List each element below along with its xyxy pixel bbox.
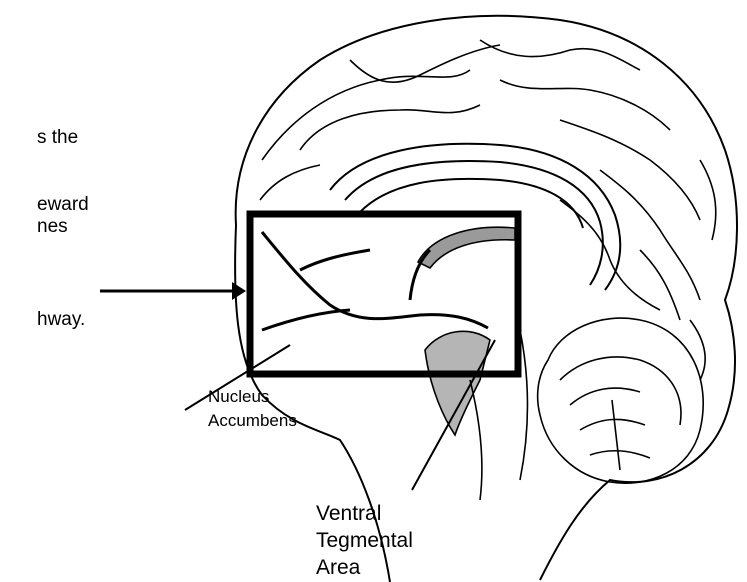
hatched-brainstem [425, 331, 490, 435]
brain-outline [235, 16, 737, 582]
cerebellum [538, 318, 704, 483]
cortex-gyri [260, 40, 716, 380]
vta-line-2: Tegmental [316, 527, 413, 554]
hatched-fornix [418, 227, 515, 268]
side-text-line-4: hway. [37, 309, 85, 331]
nucleus-accumbens-line-1: Nucleus [208, 385, 297, 409]
vta-line-3: Area [316, 554, 413, 581]
left-arrow [100, 282, 246, 300]
nucleus-accumbens-line-2: Accumbens [208, 409, 297, 433]
ventral-tegmental-area-label: Ventral Tegmental Area [316, 500, 413, 581]
side-text-line-1: s the [37, 127, 78, 149]
vta-line-1: Ventral [316, 500, 413, 527]
side-text-line-3: nes [37, 216, 68, 238]
nucleus-accumbens-label: Nucleus Accumbens [208, 385, 297, 433]
side-text-line-2: eward [37, 194, 89, 216]
